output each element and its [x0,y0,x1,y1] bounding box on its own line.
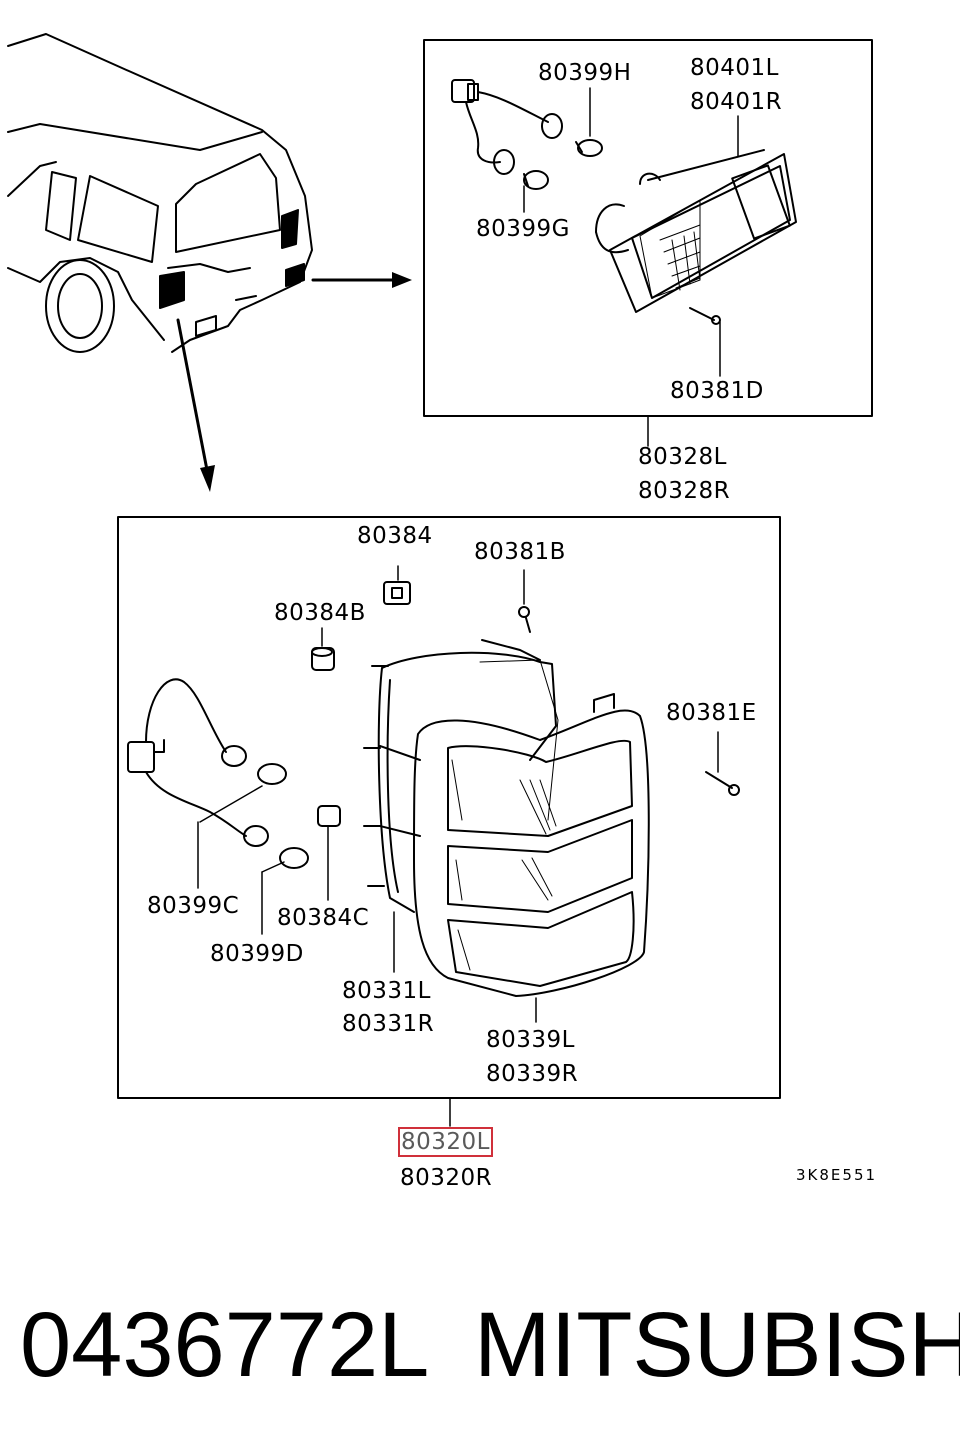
bulb-80399D-icon [279,847,309,869]
screw-80381B-icon [518,606,531,633]
screw-80381E-icon [705,771,740,796]
top-leader-lines [523,87,739,447]
vehicle-rear-illustration [7,33,313,353]
callout-80399C: 80399C [147,893,240,919]
part-number: 0436772L [20,1294,430,1396]
exploded-parts-diagram [7,33,873,1127]
callout-80399D: 80399D [210,941,304,967]
socket-80384-icon [383,581,411,605]
tail-lamp-lens-frame [413,693,650,997]
tail-lamp-housing [363,639,559,913]
callout-80384B: 80384B [274,600,366,626]
footer: 0436772L MITSUBISHI [0,1290,960,1400]
diagram-code: 3K8E551 [796,1166,878,1184]
callout-80381B: 80381B [474,539,566,565]
bottom-detail-frame [117,516,781,1099]
callout-80339L: 80339L [486,1027,575,1053]
callout-80331R: 80331R [342,1011,435,1037]
callout-80381D: 80381D [670,378,764,404]
brand-name: MITSUBISHI [474,1294,960,1396]
callout-80320L-highlighted[interactable]: 80320L [398,1127,493,1157]
bottom-wiring-harness [127,678,269,847]
bulb-80399G-icon [523,170,549,190]
top-wiring-harness [451,79,563,175]
side-marker-lamp-assembly [595,149,797,313]
callout-80320R: 80320R [400,1165,493,1191]
callout-80331L: 80331L [342,978,431,1004]
bulb-80399C-icon [257,763,287,785]
bottom-leader-lines [197,565,719,1127]
clip-80384B-icon [311,647,335,671]
callout-80328L: 80328L [638,444,727,470]
callout-80399G: 80399G [476,216,570,242]
bulb-80399H-icon [575,139,603,157]
arrow-to-top-box [311,272,412,288]
callout-80339R: 80339R [486,1061,579,1087]
callout-80401R: 80401R [690,89,783,115]
socket-80384C-icon [317,805,341,827]
arrow-to-bottom-box [176,318,215,492]
callout-80384: 80384 [357,523,433,549]
callout-80384C: 80384C [277,905,370,931]
callout-80399H: 80399H [538,60,632,86]
callout-80381E: 80381E [666,700,757,726]
callout-80328R: 80328R [638,478,731,504]
screw-80381D-icon [689,307,721,325]
callout-80401L: 80401L [690,55,779,81]
